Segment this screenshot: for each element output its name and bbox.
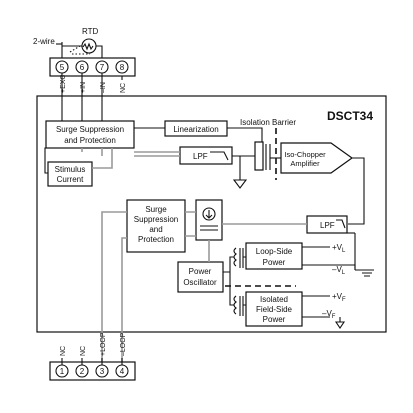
oscillator-to-coils xyxy=(223,256,246,306)
surge-protection-top-block xyxy=(45,120,135,149)
surge-protection-bottom-line3: and xyxy=(149,225,162,234)
surge-protection-bottom-block xyxy=(126,199,186,253)
field-side-power-block xyxy=(245,291,303,327)
top-terminal-block xyxy=(49,57,136,77)
surge-protection-top-line1: Surge Suppression xyxy=(56,125,124,134)
bottom-terminal-leads xyxy=(61,358,123,365)
upper-signal-lines xyxy=(81,148,180,169)
isolation-transformer-plates xyxy=(265,144,271,170)
isolation-barrier-label: Isolation Barrier xyxy=(240,118,296,127)
stimulus-current-line1: Stimulus xyxy=(55,165,86,174)
vl-pos-sub: L xyxy=(342,248,346,254)
top-terminal-num: 7 xyxy=(100,63,105,72)
current-source-icon xyxy=(195,199,223,241)
surge-protection-bottom-line1: Surge xyxy=(145,205,167,214)
surge-protection-bottom-line4: Protection xyxy=(138,235,174,244)
vl-pos-label: +VL xyxy=(332,243,346,254)
bottom-terminal-block xyxy=(49,361,136,381)
rtd-label: RTD xyxy=(82,27,99,36)
bottom-terminal-label: NC xyxy=(80,346,87,356)
bottom-terminal-label: +LOOP xyxy=(100,332,107,356)
wire-jumper-dots xyxy=(69,45,90,55)
vf-pos-sub: F xyxy=(342,297,346,303)
top-terminal-label: –IN xyxy=(100,82,107,93)
surge-protection-bottom-line2: Suppression xyxy=(134,215,178,224)
linearization-label: Linearization xyxy=(173,125,218,134)
bottom-terminal-num: 3 xyxy=(100,367,105,376)
chopper-output-line xyxy=(348,157,365,225)
field-side-power-line1: Isolated xyxy=(260,295,288,304)
isolation-transformer-upper xyxy=(254,141,264,171)
bottom-terminal-num: 2 xyxy=(80,367,85,376)
top-terminal-leads xyxy=(44,73,123,174)
bottom-terminal-label: –LOOP xyxy=(120,332,127,356)
rtd-icon xyxy=(81,38,97,54)
vl-neg-text: –V xyxy=(332,265,342,274)
bottom-terminal-label: NC xyxy=(60,346,67,356)
field-side-power-line3: Power xyxy=(263,315,286,324)
bottom-terminal-num: 4 xyxy=(120,367,125,376)
stimulus-current-block xyxy=(47,161,93,187)
vl-pos-text: +V xyxy=(332,243,343,252)
iso-chopper-amplifier xyxy=(280,142,354,174)
vl-neg-sub: L xyxy=(342,270,346,276)
top-terminal-num: 5 xyxy=(60,63,65,72)
power-oscillator-line1: Power xyxy=(189,267,212,276)
linearization-link xyxy=(134,127,263,142)
lpf-bottom-response-icon xyxy=(336,219,346,229)
vf-neg-label: –VF xyxy=(322,309,336,320)
iso-chopper-line2: Amplifier xyxy=(290,159,320,168)
power-oscillator-line2: Oscillator xyxy=(183,278,217,287)
power-oscillator-block xyxy=(177,261,224,293)
top-terminal-label: NC xyxy=(120,83,127,93)
field-side-power-line2: Field-Side xyxy=(256,305,293,314)
stimulus-current-line2: Current xyxy=(57,175,84,184)
module-title: DSCT34 xyxy=(327,109,373,123)
top-terminal-num: 6 xyxy=(80,63,85,72)
vf-pos-text: +V xyxy=(332,292,343,301)
vf-pos-label: +VF xyxy=(332,292,346,303)
loop-side-power-line2: Power xyxy=(263,258,286,267)
loop-wiring xyxy=(101,211,307,380)
loop-side-power-line1: Loop-Side xyxy=(256,247,293,256)
top-terminal-label: +IN xyxy=(80,82,87,93)
vf-neg-sub: F xyxy=(332,314,336,320)
lpf-bottom-label: LPF xyxy=(320,221,335,230)
lpf-top-label: LPF xyxy=(193,152,208,161)
lpf-top-response-icon xyxy=(210,151,229,161)
top-terminal-label: +EXC xyxy=(60,75,67,93)
field-rail-lines xyxy=(302,295,346,329)
top-terminal-num: 8 xyxy=(120,63,125,72)
top-terminal-8: 8 xyxy=(115,60,129,74)
vl-neg-label: –VL xyxy=(332,265,346,276)
bottom-terminal-num: 1 xyxy=(60,367,65,376)
ground-icon xyxy=(232,156,248,189)
lower-ground-icon xyxy=(354,233,374,277)
wire-note: 2-wire xyxy=(33,37,55,46)
surge-protection-top-line2: and Protection xyxy=(64,136,116,145)
iso-chopper-line1: Iso-Chopper xyxy=(284,150,326,159)
vf-neg-text: –V xyxy=(322,309,332,318)
loop-side-power-block xyxy=(245,242,303,270)
